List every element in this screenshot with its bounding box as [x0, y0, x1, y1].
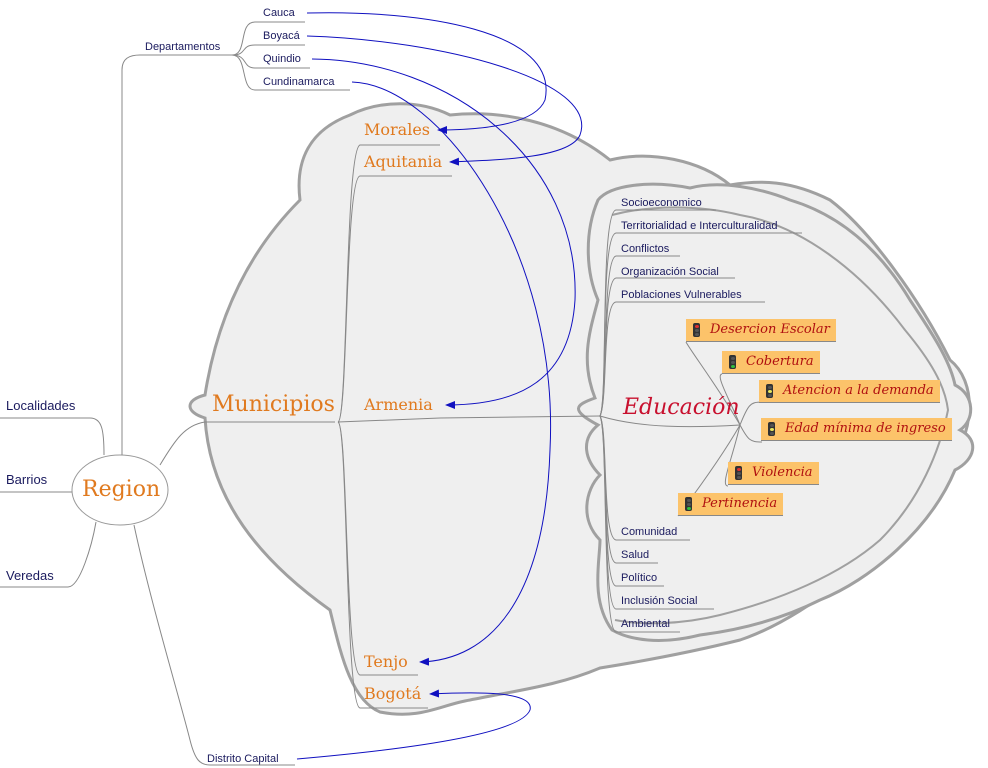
link-quindio-armenia: [311, 58, 576, 409]
traffic-light-icon: [685, 497, 692, 511]
node-municipios[interactable]: Municipios: [212, 392, 335, 417]
topic-socioeconomico[interactable]: Socioeconomico: [621, 197, 702, 209]
node-tenjo[interactable]: Tenjo: [364, 652, 408, 671]
traffic-light-icon: [729, 355, 736, 369]
indicator-label: Desercion Escolar: [710, 322, 830, 337]
node-armenia[interactable]: Armenia: [364, 395, 433, 414]
node-cundinamarca[interactable]: Cundinamarca: [263, 76, 335, 88]
topic-conflictos[interactable]: Conflictos: [621, 243, 670, 255]
indicator-edad-minima[interactable]: Edad mínima de ingreso: [761, 418, 952, 441]
indicator-label: Atencion a la demanda: [783, 383, 934, 398]
node-distrito-capital[interactable]: Distrito Capital: [207, 753, 279, 765]
topic-politico[interactable]: Político: [621, 572, 658, 584]
node-bogota[interactable]: Bogotá: [364, 684, 422, 703]
link-boyaca-aquitania: [306, 35, 583, 166]
indicator-label: Violencia: [752, 465, 813, 480]
topic-inclusion-social[interactable]: Inclusión Social: [621, 595, 698, 607]
node-aquitania[interactable]: Aquitania: [364, 152, 443, 171]
node-departamentos[interactable]: Departamentos: [145, 41, 221, 53]
topic-poblaciones-vulnerables[interactable]: Poblaciones Vulnerables: [621, 289, 742, 301]
node-veredas[interactable]: Veredas: [6, 568, 54, 583]
node-quindio[interactable]: Quindio: [263, 53, 301, 65]
link-cundinamarca-tenjo: [351, 81, 552, 666]
indicator-violencia[interactable]: Violencia: [728, 462, 819, 485]
topic-comunidad[interactable]: Comunidad: [621, 526, 678, 538]
node-barrios[interactable]: Barrios: [6, 472, 48, 487]
indicator-desercion-escolar[interactable]: Desercion Escolar: [686, 319, 836, 342]
topic-salud[interactable]: Salud: [621, 549, 650, 561]
indicator-label: Pertinencia: [702, 496, 778, 511]
topic-territorialidad[interactable]: Territorialidad e Interculturalidad: [621, 220, 778, 232]
indicator-pertinencia[interactable]: Pertinencia: [678, 493, 784, 516]
topic-organizacion-social[interactable]: Organización Social: [621, 266, 719, 278]
node-boyaca[interactable]: Boyacá: [263, 30, 300, 42]
link-distrito-bogota: [296, 689, 531, 760]
traffic-light-icon: [693, 323, 700, 337]
topic-ambiental[interactable]: Ambiental: [621, 618, 670, 630]
educacion-cloud: [577, 182, 975, 642]
indicator-label: Cobertura: [746, 354, 814, 369]
region-node-shape: [71, 454, 169, 526]
indicator-atencion-demanda[interactable]: Atencion a la demanda: [759, 380, 940, 403]
indicator-label: Edad mínima de ingreso: [785, 421, 946, 436]
node-morales[interactable]: Morales: [364, 120, 430, 139]
node-localidades[interactable]: Localidades: [6, 398, 76, 413]
root-node-region[interactable]: Region: [82, 477, 161, 502]
link-cauca-morales: [306, 12, 547, 134]
indicator-cobertura[interactable]: Cobertura: [722, 351, 820, 374]
node-educacion[interactable]: Educación: [623, 395, 740, 420]
traffic-light-icon: [735, 466, 742, 480]
traffic-light-icon: [766, 384, 773, 398]
traffic-light-icon: [768, 422, 775, 436]
node-cauca[interactable]: Cauca: [263, 7, 295, 19]
